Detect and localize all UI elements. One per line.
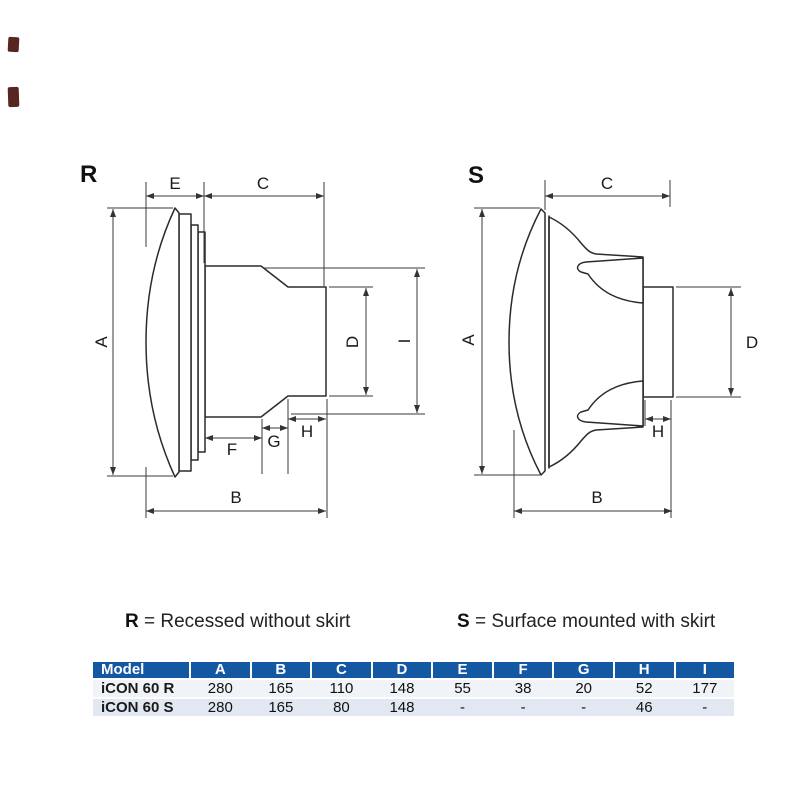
spec-table: Model A B C D E F G H I iCON 60 R 280 16… xyxy=(93,662,735,718)
fan-s-spigot xyxy=(642,286,674,398)
value-cell-g: 20 xyxy=(575,680,592,697)
dimension-labels-r: E C A I D H G F B xyxy=(92,174,414,507)
fan-r-ring1 xyxy=(178,213,192,472)
table-row-icon-60-r: iCON 60 R 280 165 110 148 55 38 20 52 17… xyxy=(93,680,734,697)
header-cell-a: A xyxy=(191,662,250,678)
legend-r-key: R xyxy=(125,611,139,632)
dim-label-h: H xyxy=(301,422,313,441)
dim-label-a: A xyxy=(92,336,111,348)
legend-r-text: = Recessed without skirt xyxy=(144,611,351,632)
value-cell-i: 177 xyxy=(692,680,718,697)
header-cell-f: F xyxy=(493,662,553,678)
header-cell-c: C xyxy=(312,662,371,678)
value-cell-h: 52 xyxy=(635,680,653,697)
table-row-icon-60-s: iCON 60 S 280 165 80 148 - - - 46 - xyxy=(93,699,734,716)
legend-s-key: S xyxy=(457,611,470,632)
value-cell-b: 165 xyxy=(268,680,294,697)
fan-s-dome xyxy=(508,208,546,476)
model-cell: iCON 60 R xyxy=(101,680,175,697)
value-cell-a: 280 xyxy=(207,699,233,716)
table-header-row: Model A B C D E F G H I xyxy=(93,662,735,678)
fan-s-bracket-bottom xyxy=(576,380,644,427)
diagram-s-title: S xyxy=(468,162,484,189)
fan-r-ring2 xyxy=(190,224,199,461)
technical-diagram-svg: R xyxy=(80,161,758,518)
dim-label-c: C xyxy=(601,174,613,193)
fan-r-outline xyxy=(145,207,327,478)
value-cell-d: 148 xyxy=(389,699,415,716)
fan-r-dome xyxy=(145,207,180,478)
dim-label-e: E xyxy=(169,174,180,193)
value-cell-e: 55 xyxy=(454,680,471,697)
artifact-mark xyxy=(7,86,20,108)
artifact-mark xyxy=(7,36,20,53)
value-cell-h: 46 xyxy=(635,699,653,716)
value-cell-b: 165 xyxy=(268,699,294,716)
header-cell-b: B xyxy=(251,662,311,678)
value-cell-c: 80 xyxy=(333,699,350,716)
value-cell-a: 280 xyxy=(207,680,233,697)
value-cell-g: - xyxy=(581,699,587,716)
value-cell-i: - xyxy=(702,699,708,716)
header-cell-i: I xyxy=(675,662,735,678)
legend-recessed: R = Recessed without skirt xyxy=(125,611,350,633)
header-cell-g: G xyxy=(554,662,613,678)
diagram-s: S xyxy=(459,162,758,518)
header-cell-model: Model xyxy=(93,662,189,678)
diagram-r: R xyxy=(80,161,425,518)
dimension-lines-s xyxy=(479,193,734,514)
dim-label-g: G xyxy=(267,432,280,451)
dim-label-d: D xyxy=(746,333,758,352)
dimension-lines-r xyxy=(110,193,420,514)
dim-label-b: B xyxy=(230,488,241,507)
dim-label-c: C xyxy=(257,174,269,193)
dim-label-f: F xyxy=(227,440,237,459)
header-cell-e: E xyxy=(433,662,492,678)
value-cell-d: 148 xyxy=(389,680,415,697)
model-cell: iCON 60 S xyxy=(101,699,174,716)
dim-label-b: B xyxy=(591,488,602,507)
value-cell-f: - xyxy=(520,699,526,716)
fan-r-body xyxy=(204,265,327,418)
fan-s-outline xyxy=(508,208,674,476)
header-cell-d: D xyxy=(372,662,432,678)
value-cell-e: - xyxy=(460,699,466,716)
header-cell-h: H xyxy=(614,662,674,678)
legend-s-text: = Surface mounted with skirt xyxy=(474,611,716,632)
dim-label-h: H xyxy=(652,422,664,441)
dim-label-i: I xyxy=(395,339,414,344)
dim-label-a: A xyxy=(459,334,478,346)
value-cell-c: 110 xyxy=(329,680,354,697)
legend-surface: S = Surface mounted with skirt xyxy=(457,611,715,633)
fan-s-skirt xyxy=(548,216,644,468)
dim-label-d: D xyxy=(343,336,362,348)
dimension-labels-s: C A D H B xyxy=(459,174,758,507)
diagram-r-title: R xyxy=(80,161,97,188)
value-cell-f: 38 xyxy=(514,680,532,697)
fan-s-bracket-top xyxy=(576,257,644,304)
fan-r-ring3 xyxy=(197,231,206,453)
